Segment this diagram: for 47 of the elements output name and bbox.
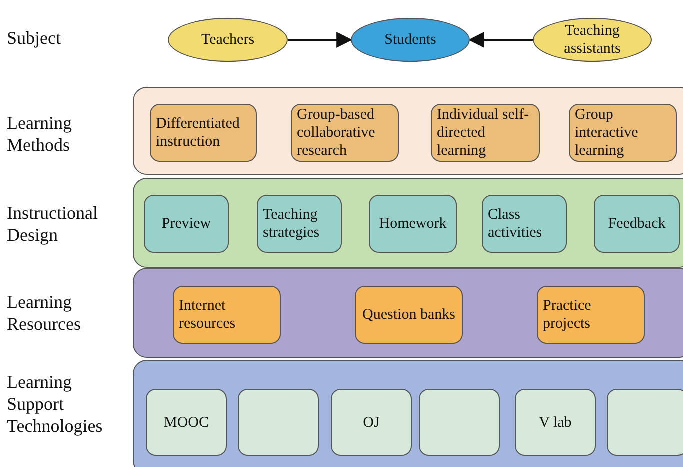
node-label: Individual self-directed learning xyxy=(437,106,530,160)
technology-box xyxy=(331,389,412,456)
method-box xyxy=(431,104,540,162)
node-label: Internet resources xyxy=(179,297,237,333)
node-label: Feedback xyxy=(608,215,666,233)
design-box xyxy=(594,195,680,253)
node-label: V lab xyxy=(539,414,572,432)
method-box xyxy=(150,104,257,162)
row-label: Subject xyxy=(7,27,62,49)
design-box xyxy=(369,195,457,253)
layer-band xyxy=(133,360,683,467)
resource-box xyxy=(537,286,645,344)
node-label: Students xyxy=(384,31,436,49)
row-label: Learning Resources xyxy=(7,291,82,335)
method-box xyxy=(569,104,677,162)
layer-band xyxy=(133,178,683,268)
node-label: Differentiated instruction xyxy=(156,115,241,151)
node-label: Teaching assistants xyxy=(563,22,622,58)
box-shape xyxy=(607,389,683,456)
box-shape xyxy=(419,389,500,456)
node-label: Group-based collaborative research xyxy=(297,106,376,160)
layer-band xyxy=(133,268,683,358)
node-label: Preview xyxy=(162,215,212,233)
node-label: Practice projects xyxy=(543,297,592,333)
layer-band xyxy=(133,87,683,175)
resource-box xyxy=(355,286,463,344)
node-label: MOOC xyxy=(164,414,209,432)
design-box xyxy=(257,195,342,253)
method-box xyxy=(291,104,399,162)
arrow xyxy=(468,32,533,48)
row-label: Learning Support Technologies xyxy=(7,371,104,437)
box-shape xyxy=(238,389,319,456)
resource-box xyxy=(173,286,281,344)
technology-box xyxy=(515,389,596,456)
node-label: Teaching strategies xyxy=(263,206,321,242)
arrow xyxy=(288,32,353,48)
technology-box xyxy=(146,389,227,456)
row-label: Learning Methods xyxy=(7,112,73,156)
node-label: OJ xyxy=(363,414,380,432)
node-label: Group interactive learning xyxy=(575,106,640,160)
design-box xyxy=(144,195,229,253)
row-label: Instructional Design xyxy=(7,202,99,246)
node-label: Class activities xyxy=(488,206,544,242)
node-label: Homework xyxy=(379,215,447,233)
node-label: Question banks xyxy=(362,306,456,324)
design-box xyxy=(482,195,567,253)
node-label: Teachers xyxy=(201,31,255,49)
